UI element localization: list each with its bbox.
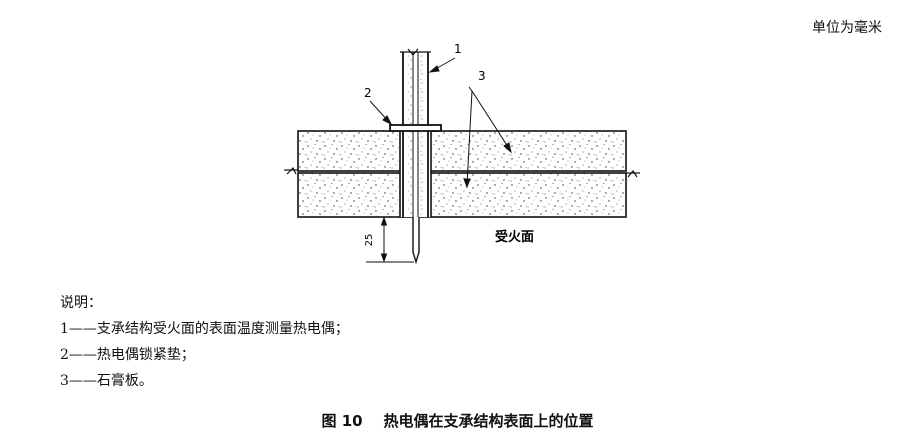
notes-heading: 说明： [60, 295, 102, 311]
note-item: 2——热电偶锁紧垫； [60, 347, 195, 363]
dimension-25 [366, 216, 414, 263]
callout-2-leader [369, 100, 393, 126]
gypsum-board-upper [297, 130, 627, 172]
notes: 说明： 1——支承结构受火面的表面温度测量热电偶； 2——热电偶锁紧垫； 3——… [60, 290, 349, 394]
callout-1-leader [428, 57, 456, 73]
probe-tip [412, 217, 420, 265]
callout-3-leaders [463, 86, 512, 189]
callout-1: 1 [454, 42, 462, 56]
callout-3: 3 [478, 69, 486, 83]
callout-2: 2 [364, 86, 372, 100]
break-line-right [626, 169, 640, 178]
figure-caption: 图 10 热电偶在支承结构表面上的位置 [0, 410, 915, 431]
gypsum-board-lower [297, 172, 627, 218]
dimension-value: 25 [364, 234, 375, 247]
unit-label: 单位为毫米 [812, 20, 882, 36]
sheath-break-mark [400, 48, 431, 56]
note-item: 3——石膏板。 [60, 373, 153, 389]
note-item: 1——支承结构受火面的表面温度测量热电偶； [60, 321, 349, 337]
thermocouple-diagram: 25 1 2 3 受火面 [284, 42, 640, 265]
figure-title: 热电偶在支承结构表面上的位置 [383, 412, 594, 430]
lock-washer [389, 124, 442, 132]
figure-number: 图 10 [321, 412, 363, 430]
thermocouple-sheath [402, 52, 429, 217]
fire-face-label: 受火面 [495, 229, 534, 245]
break-line-left [284, 166, 298, 175]
